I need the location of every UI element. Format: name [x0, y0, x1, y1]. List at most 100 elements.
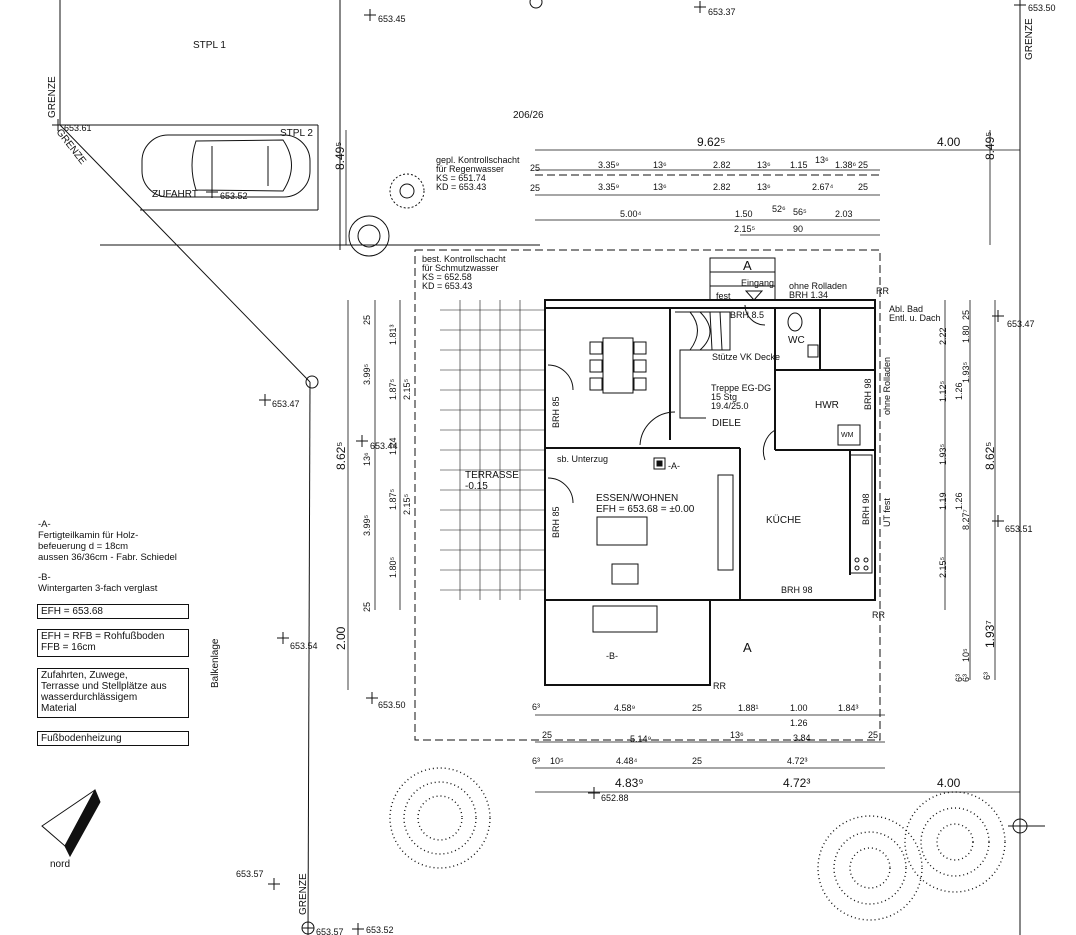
- utility-room-label: HWR: [815, 400, 839, 411]
- living-dining-label: ESSEN/WOHNEN: [596, 493, 678, 504]
- washing-machine-icon: [837, 424, 861, 446]
- dimension-text-bottom: 6³ 4.58⁹ 25 1.88¹ 1.00 1.84³ 1.26 25 5.1…: [532, 702, 961, 790]
- svg-text:6³: 6³: [982, 672, 992, 680]
- svg-text:2.67⁴: 2.67⁴: [812, 182, 834, 192]
- efh-box: EFH = 653.68: [37, 604, 189, 619]
- level-cross-icon: [352, 923, 364, 935]
- svg-text:8.49⁵: 8.49⁵: [983, 132, 997, 160]
- svg-text:1.93⁷: 1.93⁷: [983, 620, 997, 648]
- level-cross-icon: [52, 119, 64, 131]
- svg-text:2.22: 2.22: [938, 327, 948, 345]
- svg-text:13⁶: 13⁶: [757, 160, 771, 170]
- svg-text:56⁵: 56⁵: [793, 207, 807, 217]
- svg-text:1.24: 1.24: [388, 437, 398, 455]
- svg-text:653.61: 653.61: [64, 123, 92, 133]
- svg-text:-A-: -A-: [668, 461, 680, 471]
- svg-text:13⁶: 13⁶: [362, 452, 372, 466]
- svg-text:1.88¹: 1.88¹: [738, 703, 759, 713]
- svg-text:653.57: 653.57: [236, 869, 264, 879]
- level-cross-icon: [302, 922, 314, 934]
- svg-text:1.87⁵: 1.87⁵: [388, 378, 398, 400]
- svg-text:6³: 6³: [961, 674, 971, 682]
- level-cross-icon: [992, 310, 1004, 322]
- terrace-paving: [440, 300, 545, 600]
- dimension-text-left: 8.49⁵ 8.49⁵ 8.62⁵ 2.00 25 1.81³ 1.87⁵ 2.…: [333, 132, 997, 650]
- boundary-label: GRENZE: [1024, 18, 1035, 60]
- level-values: 653.45 653.37 653.50 653.61 653.52 653.4…: [64, 3, 1056, 935]
- svg-text:13⁶: 13⁶: [653, 160, 667, 170]
- svg-text:BRH 98: BRH 98: [863, 378, 873, 410]
- svg-text:653.44: 653.44: [370, 441, 398, 451]
- svg-text:15 Stg: 15 Stg: [711, 392, 737, 402]
- svg-text:1.87⁵: 1.87⁵: [388, 488, 398, 510]
- tree-icon: [389, 767, 1006, 921]
- svg-text:gepl. Kontrollschacht: gepl. Kontrollschacht: [436, 155, 520, 165]
- dashed-outlines: [414, 174, 881, 741]
- svg-text:KD = 653.43: KD = 653.43: [422, 281, 472, 291]
- svg-text:Entl. u. Dach: Entl. u. Dach: [889, 313, 941, 323]
- parcel-label: 206/26: [513, 110, 544, 121]
- entrance-label: Eingang: [741, 278, 774, 288]
- shaft-labels: gepl. Kontrollschacht für Regenwasser KS…: [422, 155, 520, 291]
- svg-text:25: 25: [858, 160, 868, 170]
- svg-text:BRH 98: BRH 98: [781, 585, 813, 595]
- kitchen-label: KÜCHE: [766, 514, 801, 526]
- svg-text:2.00: 2.00: [334, 626, 348, 650]
- svg-text:653.50: 653.50: [378, 700, 406, 710]
- svg-text:13⁶: 13⁶: [653, 182, 667, 192]
- svg-text:52⁶: 52⁶: [772, 204, 786, 214]
- section-mark: A: [743, 258, 752, 273]
- level-cross-icon: [366, 692, 378, 704]
- svg-text:1.80: 1.80: [961, 325, 971, 343]
- svg-text:1.81³: 1.81³: [388, 324, 398, 345]
- level-cross-icon: [694, 1, 706, 13]
- svg-text:25: 25: [868, 730, 878, 740]
- svg-text:1.26: 1.26: [954, 382, 964, 400]
- svg-text:BRH 85: BRH 85: [551, 506, 561, 538]
- level-markers: [52, 0, 1026, 935]
- svg-text:653.47: 653.47: [272, 399, 300, 409]
- svg-text:Abl. Bad: Abl. Bad: [889, 304, 923, 314]
- chimney-note: -A- Fertigteilkamin für Holz- befeuerung…: [38, 519, 177, 563]
- north-arrow-icon: [41, 788, 101, 858]
- svg-text:1.80⁵: 1.80⁵: [388, 556, 398, 578]
- svg-text:4.72³: 4.72³: [783, 776, 810, 790]
- level-cross-icon: [268, 878, 280, 890]
- svg-text:25: 25: [858, 182, 868, 192]
- wastewater-manhole-icon: [348, 215, 390, 257]
- svg-text:-B-: -B-: [606, 651, 618, 661]
- svg-text:653.37: 653.37: [708, 7, 736, 17]
- svg-text:sb. Unterzug: sb. Unterzug: [557, 454, 608, 464]
- svg-text:1.26: 1.26: [954, 492, 964, 510]
- svg-text:2.82: 2.82: [713, 182, 731, 192]
- kitchen-counter-icon: [849, 454, 873, 574]
- svg-text:BRH 1.34: BRH 1.34: [789, 290, 828, 300]
- svg-text:1.12⁵: 1.12⁵: [938, 380, 948, 402]
- floor-definition-box: EFH = RFB = Rohfußboden FFB = 16cm: [37, 629, 189, 657]
- svg-text:25: 25: [530, 183, 540, 193]
- winter-garden-note: -B- Wintergarten 3-fach verglast: [38, 572, 158, 594]
- svg-text:für Regenwasser: für Regenwasser: [436, 164, 504, 174]
- dimension-text-top: 9.62⁵ 4.00 25 3.35⁹ 13⁶ 2.82 13⁶ 1.15 13…: [530, 135, 961, 234]
- level-cross-icon: [588, 787, 600, 799]
- svg-text:WM: WM: [841, 432, 854, 439]
- svg-text:653.54: 653.54: [290, 641, 318, 651]
- svg-text:4.00: 4.00: [937, 776, 961, 790]
- svg-text:ohne Rolladen: ohne Rolladen: [882, 357, 892, 415]
- sofa-icon: [592, 474, 734, 633]
- svg-text:2.82: 2.82: [713, 160, 731, 170]
- boundary-label: GRENZE: [47, 76, 58, 118]
- svg-text:EFH = 653.68 = ±0.00: EFH = 653.68 = ±0.00: [596, 504, 695, 515]
- svg-text:13⁶: 13⁶: [730, 730, 744, 740]
- boundary-label: GRENZE: [54, 127, 89, 167]
- svg-text:1.00: 1.00: [790, 703, 808, 713]
- level-cross-icon: [364, 9, 376, 21]
- svg-text:13⁶: 13⁶: [757, 182, 771, 192]
- svg-text:3.35⁹: 3.35⁹: [598, 160, 620, 170]
- svg-text:2.15⁵: 2.15⁵: [734, 224, 756, 234]
- svg-text:1.93⁵: 1.93⁵: [938, 443, 948, 465]
- level-cross-icon: [356, 435, 368, 447]
- wc-label: WC: [788, 335, 805, 346]
- svg-text:KS = 651.74: KS = 651.74: [436, 173, 486, 183]
- svg-text:-0.15: -0.15: [465, 481, 488, 492]
